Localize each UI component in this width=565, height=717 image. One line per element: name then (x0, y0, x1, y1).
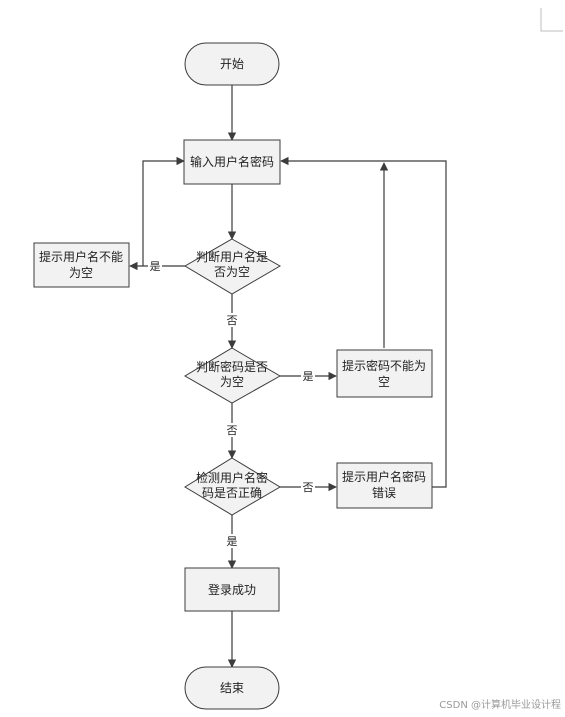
node-verify-label-1: 检测用户名密 (196, 470, 268, 485)
node-start-shape (184, 42, 280, 86)
node-input-shape (183, 139, 281, 185)
node-user-empty-label-1: 提示用户名不能 (39, 249, 123, 264)
node-user-empty-label-2: 为空 (69, 266, 93, 280)
edge-label-no-verify: 否 (303, 481, 314, 494)
node-verify-shape (184, 457, 281, 516)
edge-label-bg-yes-verify (225, 534, 239, 548)
edge-label-no-user: 否 (227, 314, 238, 327)
edge-label-bg-yes-pwd (301, 369, 315, 383)
edge-verify-err-loop (280, 156, 447, 488)
node-user-empty-shape (33, 242, 130, 288)
watermark: CSDN @计算机毕业设计程 (439, 698, 561, 711)
edge-label-bg-no-user (225, 313, 239, 327)
node-pwd-empty-label-2: 空 (378, 375, 390, 389)
node-check-pwd-shape (184, 347, 282, 404)
node-verify-label-2: 码是否正确 (202, 486, 262, 500)
edge-label-yes-pwd: 是 (303, 370, 314, 383)
node-success-shape (184, 567, 280, 612)
node-check-pwd-label-1: 判断密码是否 (196, 359, 268, 374)
edge-label-bg-no-verify (301, 480, 315, 494)
nodes (33, 42, 433, 710)
node-check-user-label-2: 否为空 (214, 265, 250, 279)
node-verify-err-label-2: 错误 (372, 486, 396, 500)
node-verify-err-label-1: 提示用户名密码 (342, 469, 426, 484)
node-end-label: 结束 (220, 681, 244, 695)
node-check-pwd-label-2: 为空 (220, 375, 244, 389)
node-check-user-label-1: 判断用户名是 (196, 249, 268, 264)
node-start-label: 开始 (220, 57, 244, 71)
edge-label-yes-user: 是 (150, 260, 161, 273)
edge-label-bg-no-pwd (225, 423, 239, 437)
node-check-user-shape (184, 238, 282, 295)
edge-user-empty-loop (142, 156, 185, 266)
page-corner-mark (540, 8, 563, 32)
node-pwd-empty-shape (336, 349, 433, 398)
node-success-label: 登录成功 (208, 582, 256, 597)
node-pwd-empty-label-1: 提示密码不能为 (342, 358, 426, 373)
node-input-label: 输入用户名密码 (190, 154, 274, 169)
edge-label-yes-verify: 是 (227, 535, 238, 548)
edge-label-no-pwd: 否 (227, 424, 238, 437)
node-end-shape (184, 666, 280, 710)
node-verify-err-shape (336, 462, 433, 509)
edge-label-bg-yes-user (148, 259, 162, 273)
